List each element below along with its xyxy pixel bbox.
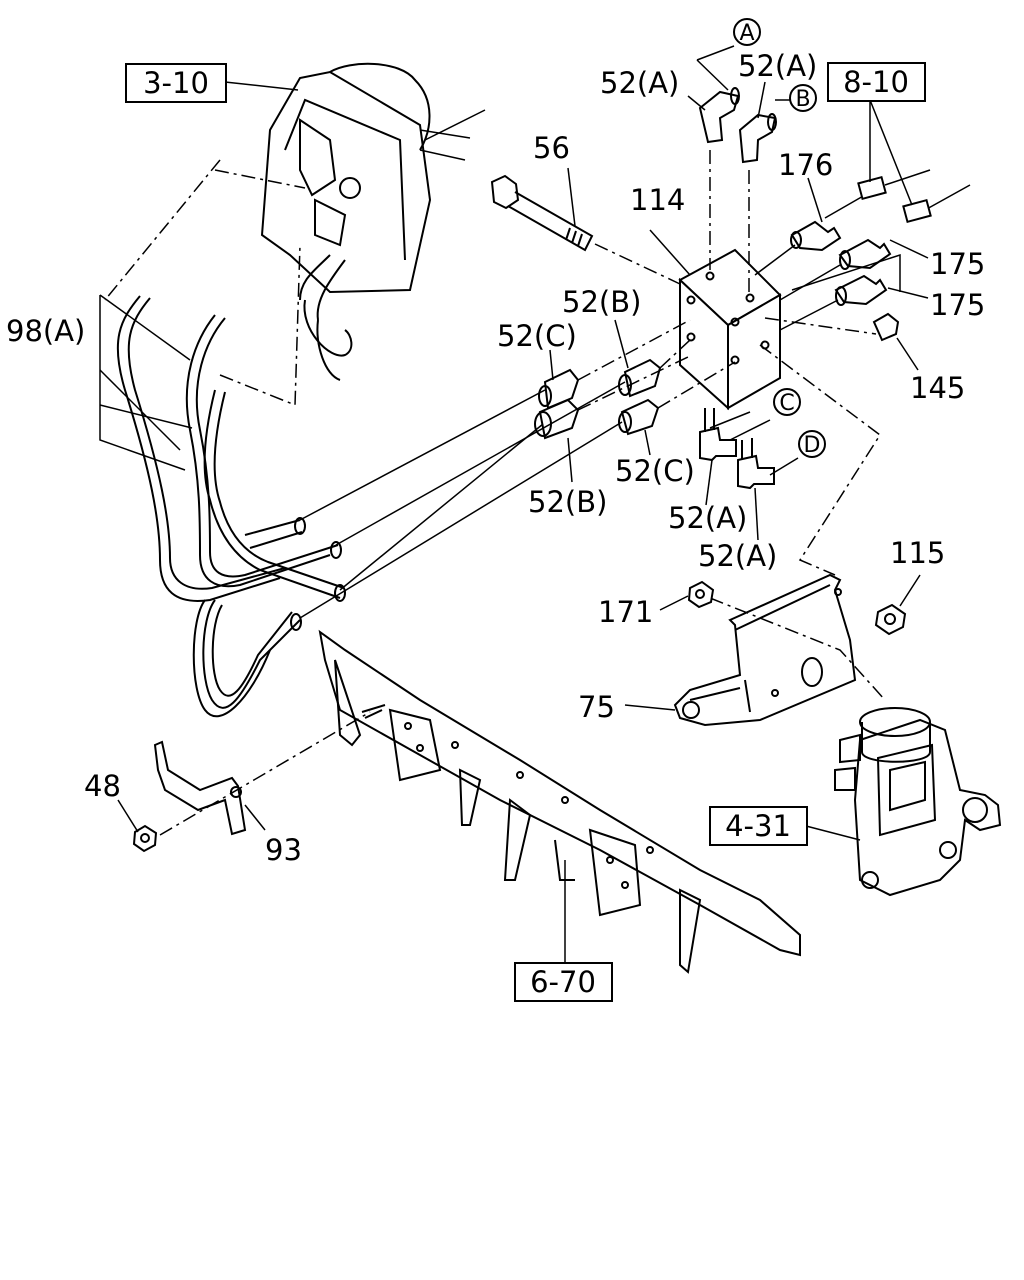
ref-box-8-10: 8-10 [827, 62, 926, 102]
label-52a-1: 52(A) [600, 66, 679, 100]
nut-171 [687, 580, 715, 609]
fitting-52a-lower-left [699, 408, 737, 462]
fitting-52c-upper [538, 368, 580, 410]
svg-text:B: B [795, 87, 810, 112]
fitting-52a-top-left [698, 87, 740, 144]
label-52a-4: 52(A) [698, 539, 777, 573]
brake-pipes [116, 295, 346, 718]
fitting-52b-lower [534, 398, 580, 440]
bolt-56 [490, 174, 594, 252]
switch-175-upper [838, 238, 892, 270]
label-52a-2: 52(A) [738, 49, 817, 83]
label-52a-3: 52(A) [668, 501, 747, 535]
label-75: 75 [578, 690, 615, 724]
label-115: 115 [890, 536, 945, 570]
injection-pump [834, 707, 1002, 897]
svg-text:C: C [779, 391, 794, 416]
nut-115 [874, 603, 907, 636]
label-52c-1: 52(C) [497, 319, 577, 353]
svg-text:D: D [804, 433, 821, 458]
bracket-75 [673, 573, 857, 727]
label-48: 48 [84, 769, 121, 803]
label-175-1: 175 [930, 247, 985, 281]
label-93: 93 [265, 833, 302, 867]
fitting-52a-lower-right [737, 438, 775, 490]
block-114 [678, 248, 782, 411]
nut-48 [132, 824, 158, 853]
label-56: 56 [533, 131, 570, 165]
label-114: 114 [630, 183, 685, 217]
label-52c-2: 52(C) [615, 454, 695, 488]
fitting-52c-lower [618, 398, 660, 436]
frame-crossmember [318, 629, 801, 974]
label-175-2: 175 [930, 288, 985, 322]
circle-label-c: C [773, 388, 801, 416]
label-145: 145 [910, 371, 965, 405]
ref-box-4-31: 4-31 [709, 806, 808, 846]
label-52b-1: 52(B) [562, 285, 641, 319]
ref-6-70-text: 6-70 [530, 965, 596, 999]
pedal-bracket-assembly [260, 62, 486, 381]
label-52b-2: 52(B) [528, 485, 607, 519]
ref-box-6-70: 6-70 [514, 962, 613, 1002]
ref-box-3-10: 3-10 [125, 63, 227, 103]
fitting-52a-top-right [738, 113, 777, 164]
ref-4-31-text: 4-31 [725, 809, 791, 843]
switch-175-lower [834, 274, 888, 306]
circle-label-d: D [798, 430, 826, 458]
label-176: 176 [778, 148, 833, 182]
plug-145 [872, 312, 900, 342]
svg-text:A: A [739, 21, 754, 46]
ref-3-10-text: 3-10 [143, 66, 209, 100]
clip-93 [153, 740, 247, 836]
switch-176 [790, 220, 842, 252]
circle-label-a: A [733, 18, 761, 46]
circle-label-b: B [789, 84, 817, 112]
label-171: 171 [598, 595, 653, 629]
ref-8-10-text: 8-10 [843, 65, 909, 99]
label-98a: 98(A) [6, 314, 85, 348]
fitting-52b-upper [618, 358, 662, 398]
